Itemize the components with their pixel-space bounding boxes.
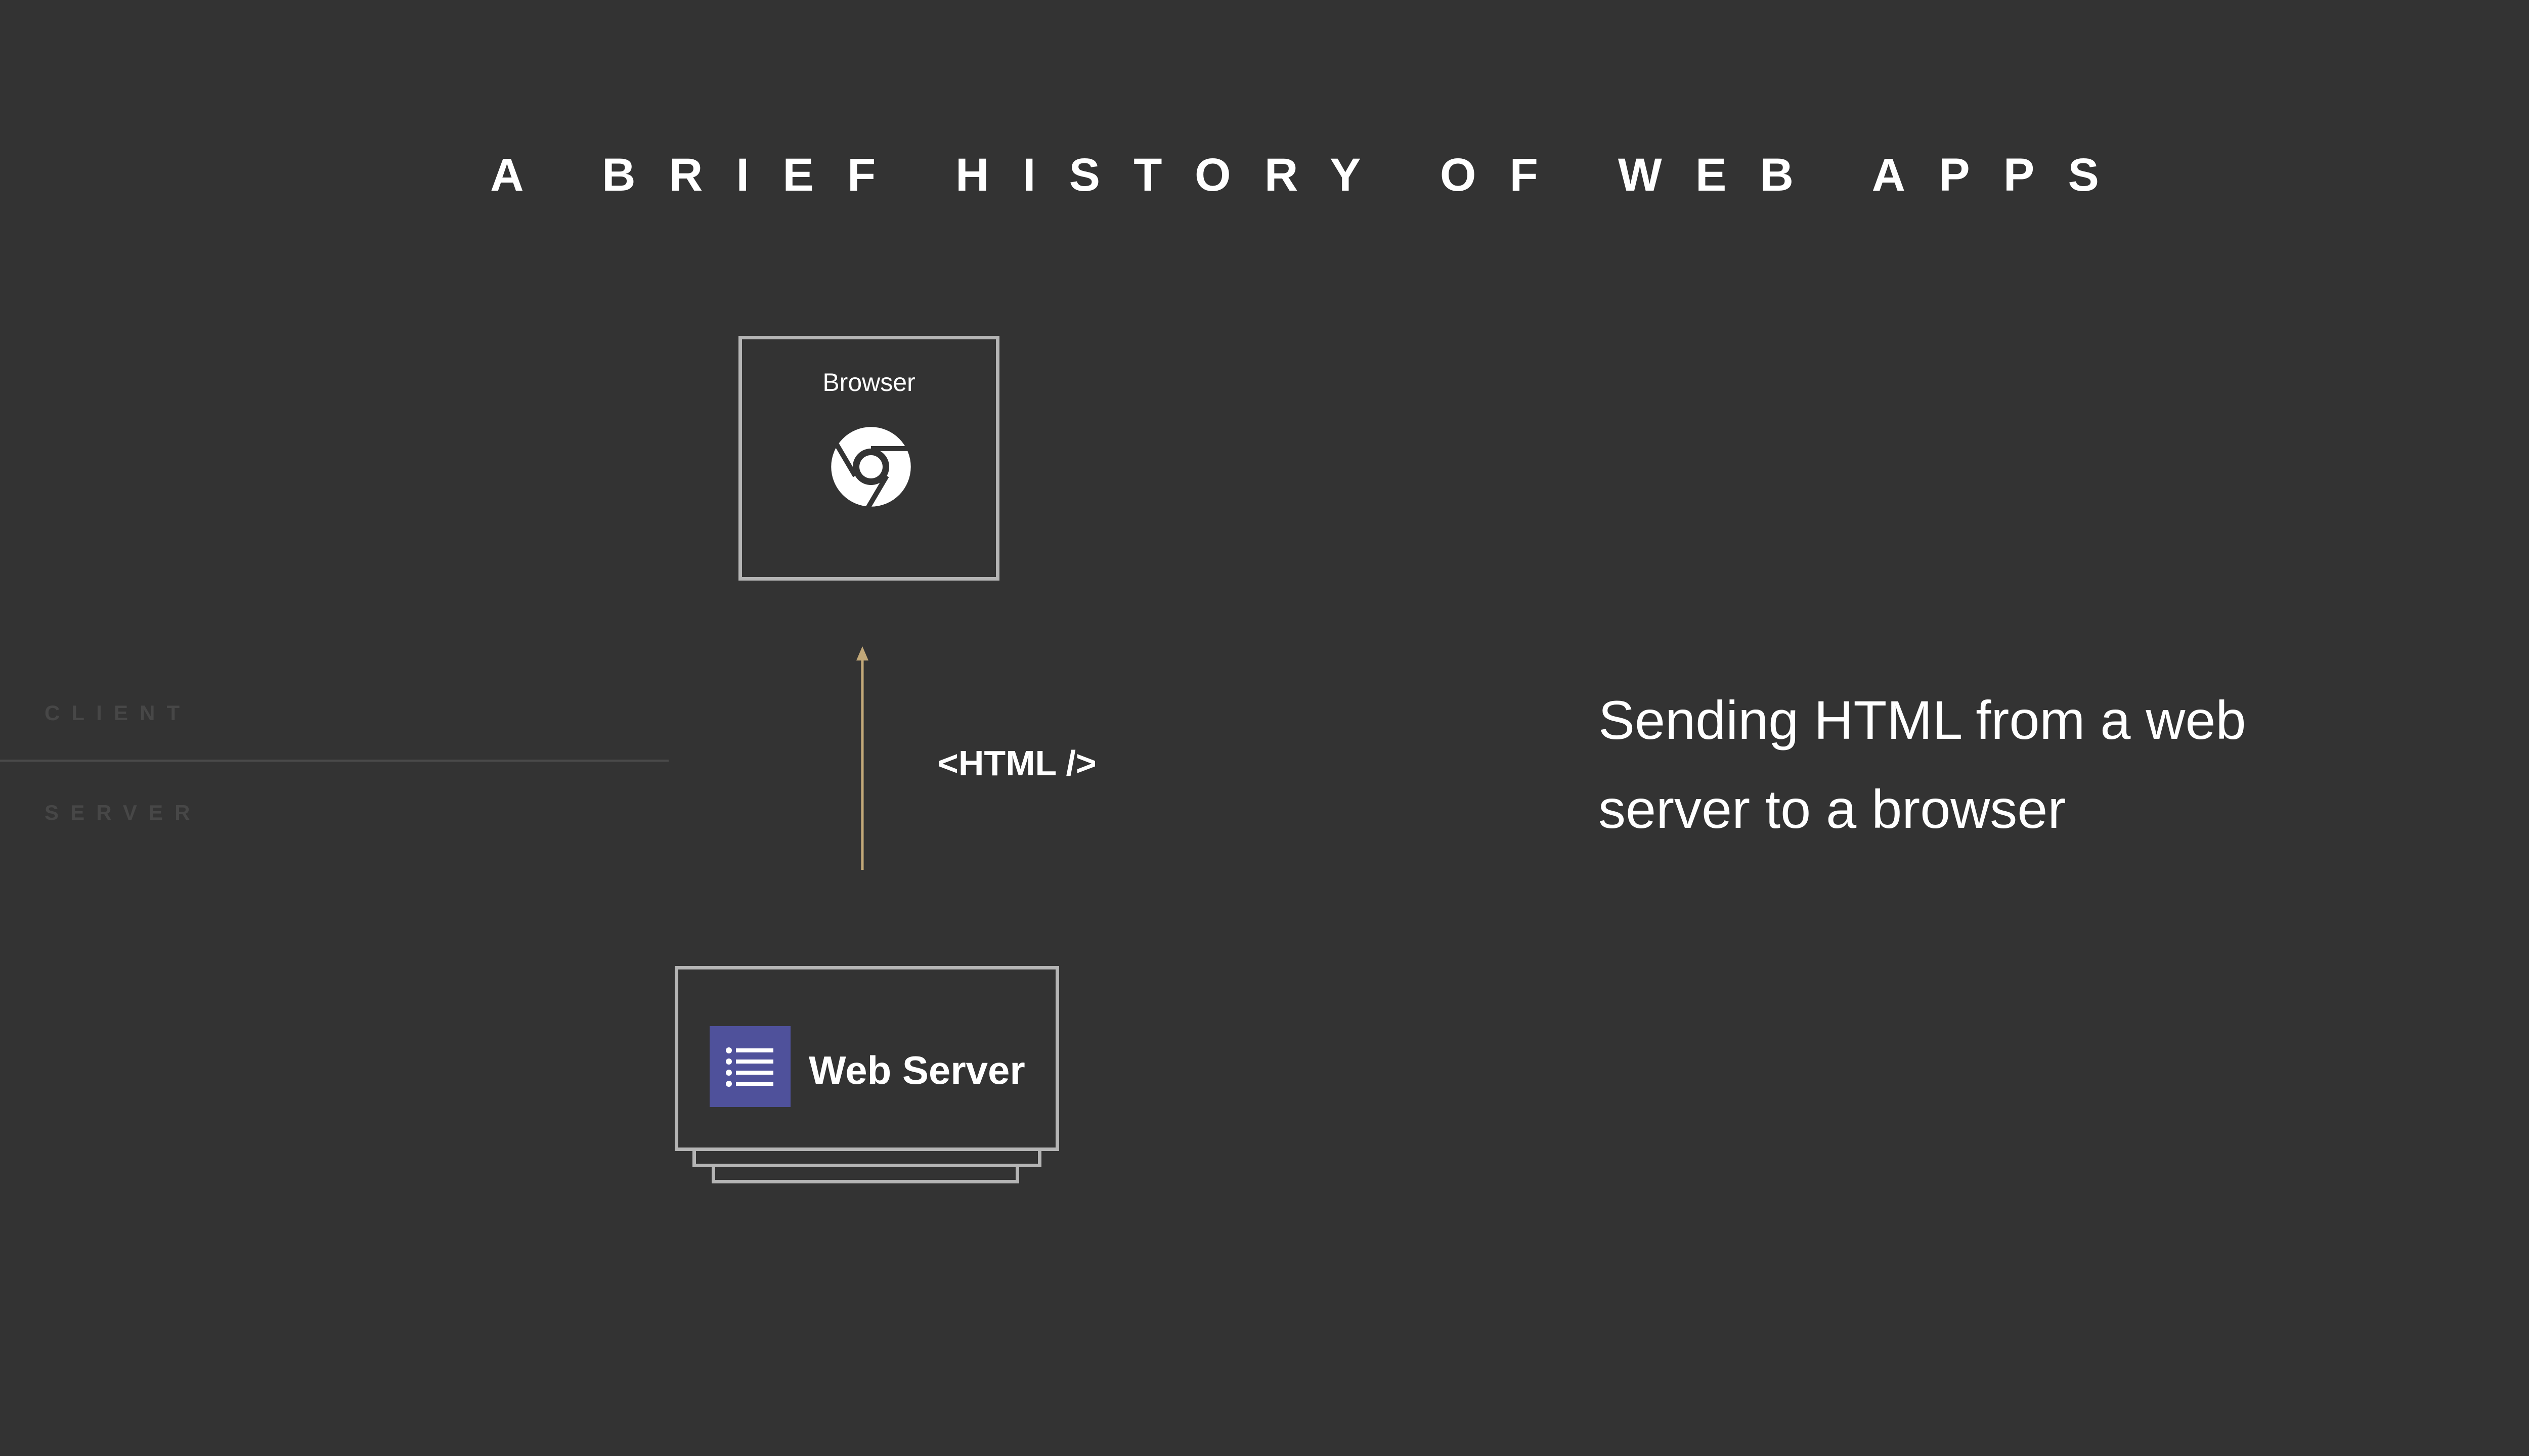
chrome-icon: [831, 427, 911, 508]
lane-label-client: CLIENT: [45, 701, 192, 725]
web-server-label: Web Server: [809, 1048, 1025, 1092]
lane-divider: [0, 760, 669, 762]
web-server-node: Web Server: [675, 966, 1059, 1151]
slide-caption: Sending HTML from a web server to a brow…: [1598, 689, 2246, 840]
lane-label-server: SERVER: [45, 801, 202, 824]
browser-label: Browser: [822, 368, 915, 396]
slide-title: A BRIEF HISTORY OF WEB APPS: [490, 149, 2133, 201]
browser-node: Browser: [738, 336, 999, 581]
html-arrow: [856, 646, 868, 870]
list-icon: [710, 1026, 791, 1107]
html-payload-label: <HTML />: [938, 743, 1097, 783]
